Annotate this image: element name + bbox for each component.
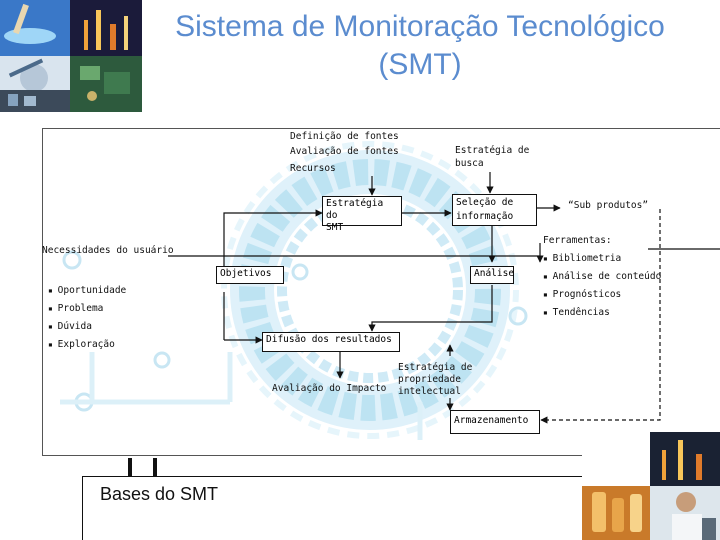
info-selection-line-1: Seleção de [456, 197, 514, 208]
photo-collage-bottom-right [582, 432, 720, 540]
page-title: Sistema de Monitoração Tecnológico (SMT) [120, 8, 720, 84]
user-need-item: Exploração [48, 336, 126, 354]
sub-products-label: “Sub produtos” [568, 200, 649, 211]
storage-box: Armazenamento [450, 410, 540, 434]
tool-item: Análise de conteúdo [543, 268, 662, 286]
tool-item: Prognósticos [543, 286, 661, 304]
info-selection-box: Seleção de informação [452, 194, 537, 226]
collage-image-2 [582, 432, 720, 540]
user-need-item: Dúvida [48, 318, 126, 336]
analysis-box: Análise [470, 266, 514, 284]
bases-box: Bases do SMT [82, 476, 642, 540]
title-line-2: (SMT) [378, 48, 462, 81]
ip-strategy-line-1: Estratégia de [398, 362, 473, 373]
smt-strategy-line-1: Estratégia do [326, 198, 384, 221]
base-pillar [153, 458, 157, 478]
user-need-item: Problema [48, 300, 126, 318]
sources-label-group: Definição de fontes Avaliação de fontes … [290, 129, 399, 176]
resources-label: Recursos [290, 163, 336, 174]
user-need-item: Oportunidade [48, 282, 127, 300]
photo-collage-top-left [0, 0, 142, 112]
decorative-ring [60, 141, 528, 440]
smt-strategy-box: Estratégia do SMT [322, 196, 402, 233]
impact-label: Avaliação do Impacto [272, 383, 387, 394]
tools-group: Ferramentas: Bibliometria Análise de con… [543, 232, 661, 322]
sources-evaluation-label: Avaliação de fontes [290, 146, 399, 157]
search-strategy-line-2: busca [455, 158, 484, 169]
smt-strategy-line-2: SMT [326, 222, 344, 233]
ip-strategy-label: Estratégia de propriedade intelectual [398, 362, 472, 398]
sources-definition-label: Definição de fontes [290, 131, 399, 142]
diffusion-box: Difusão dos resultados [262, 332, 400, 352]
search-strategy-line-1: Estratégia de [455, 145, 530, 156]
objectives-box: Objetivos [216, 266, 284, 284]
tool-item: Tendências [543, 304, 661, 322]
title-line-1: Sistema de Monitoração Tecnológico [175, 10, 665, 43]
base-pillar [128, 458, 132, 478]
user-needs-title: Necessidades do usuário [42, 245, 174, 256]
search-strategy-label: Estratégia de busca [455, 144, 529, 170]
diagram-frame [42, 128, 720, 456]
arrow-objectives-to-strategy [223, 209, 323, 275]
bases-label: Bases do SMT [100, 484, 219, 504]
tools-title: Ferramentas: [543, 235, 612, 246]
collage-image [0, 0, 142, 112]
flow-arrows [168, 172, 720, 424]
arrow-analysis-to-diffusion [368, 285, 493, 332]
ip-strategy-line-2: propriedade [398, 374, 461, 385]
ip-strategy-line-3: intelectual [398, 386, 461, 397]
tool-item: Bibliometria [543, 250, 661, 268]
user-needs-list: Oportunidade Problema Dúvida Exploração [48, 282, 127, 354]
info-selection-line-2: informação [456, 211, 514, 222]
